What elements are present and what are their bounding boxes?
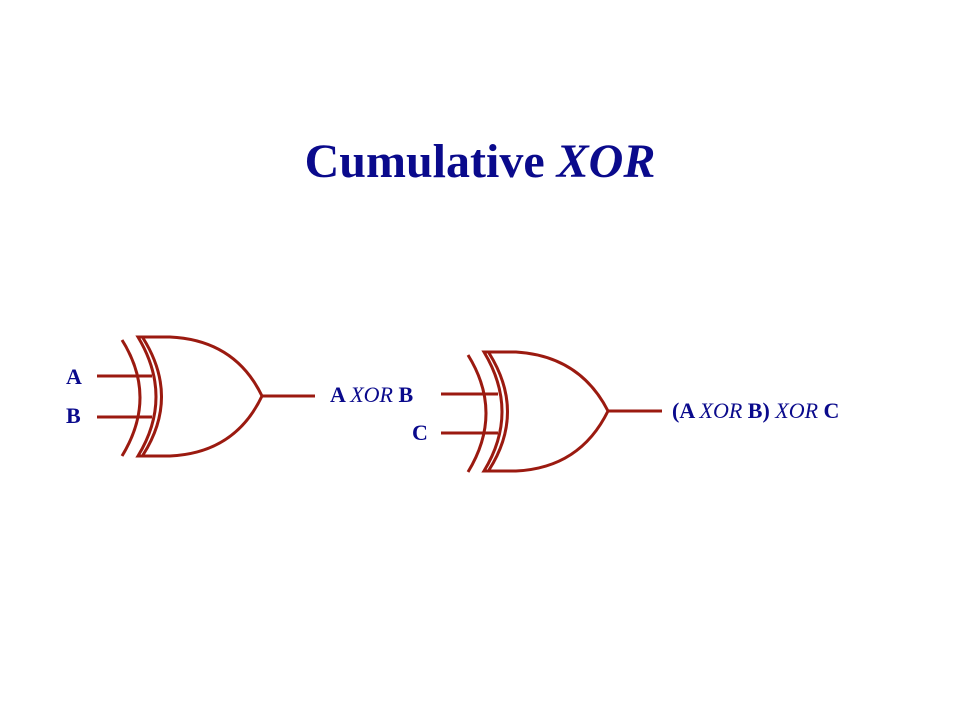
- xor-gate-2-body: [481, 350, 610, 473]
- xor-gate-2-inner-arc: [487, 352, 509, 471]
- title-italic-text: XOR: [556, 135, 656, 188]
- label-input-c: C: [412, 420, 428, 445]
- xor-gate-1-back-arc: [120, 339, 142, 457]
- label-gate2-output: (A XOR B) XOR C: [672, 398, 839, 423]
- slide-title: Cumulative XOR: [0, 138, 960, 186]
- xor-gate-2: [466, 350, 610, 473]
- xor-gate-2-back-arc: [466, 354, 488, 473]
- xor-gate-1: [120, 335, 264, 458]
- label-input-b: B: [66, 403, 81, 428]
- xor-gate-1-body: [135, 335, 264, 458]
- title-text: Cumulative: [304, 135, 545, 188]
- xor-gate-1-inner-arc: [141, 337, 163, 456]
- label-input-a: A: [66, 364, 82, 389]
- label-gate1-output: A XOR B: [330, 382, 413, 407]
